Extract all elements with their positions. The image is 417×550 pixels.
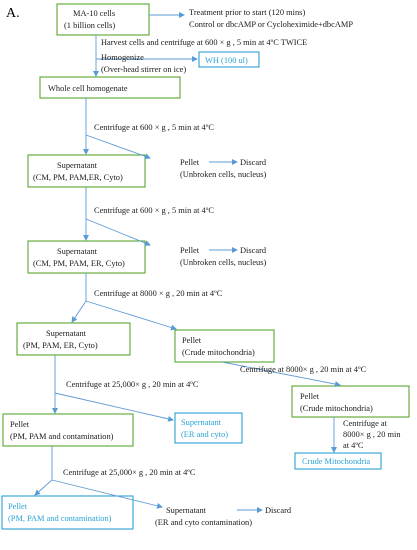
arrow-to-sup4: [54, 392, 174, 422]
supernatant2-box: [27, 240, 146, 274]
pellet3-box: [174, 329, 275, 363]
sup2-title: Supernatant: [57, 247, 98, 256]
supernatant3-box: [16, 322, 131, 356]
spin4-label: Centrifuge at 25,000× g , 20 min at 4ºC: [66, 380, 199, 389]
spin7-label: Centrifuge at 25,000× g , 20 min at 4ºC: [63, 468, 196, 477]
spin2-label: Centrifuge at 600 × g , 5 min at 4ºC: [94, 206, 214, 215]
arrow-to-pellet5: [221, 361, 341, 387]
arrow-to-sup5: [51, 479, 163, 509]
harvest-step-label: Harvest cells and centrifuge at 600 × g …: [101, 38, 307, 47]
homogenize-detail: (Over-head stirrer on ice): [101, 65, 186, 74]
treatment-title: Treatment prior to start (120 mins): [189, 8, 305, 17]
spin6-line1: Centrifuge at: [343, 419, 388, 428]
spin5-label: Centrifuge at 8000× g , 20 min at 4ºC: [240, 365, 367, 374]
ma10-cells-title: MA-10 cells: [73, 9, 115, 18]
supernatant4-box: [174, 412, 243, 444]
pellet5-title: Pellet: [300, 392, 320, 401]
homogenize-label: Homogenize: [101, 53, 144, 62]
pellet4-title: Pellet: [10, 420, 30, 429]
pellet3-contents: (Crude mitochondria): [182, 348, 255, 357]
pellet6-box: [1, 495, 134, 530]
pellet2-title: Pellet: [180, 246, 200, 255]
sup5-title: Supernatant: [166, 506, 207, 515]
pellet1-title: Pellet: [180, 158, 200, 167]
spin6-line3: at 4ºC: [343, 441, 364, 450]
sup5-discard: Discard: [265, 506, 292, 515]
spin6-line2: 8000× g , 20 min: [343, 430, 401, 439]
sup1-contents: (CM, PM, PAM,ER, Cyto): [33, 173, 123, 182]
crude-mito-label: Crude Mitochondria: [302, 457, 370, 466]
sup4-title: Supernatant: [181, 418, 222, 427]
pellet4-box: [2, 413, 134, 447]
pellet6-title: Pellet: [8, 502, 28, 511]
pellet3-title: Pellet: [182, 336, 202, 345]
crude-mitochondria-box: [294, 452, 382, 470]
wh-label: WH (100 ul): [205, 56, 248, 65]
ma10-cells-count: (1 billion cells): [64, 21, 115, 30]
sup4-contents: (ER and cyto): [181, 430, 228, 439]
treatment-options: Control or dbcAMP or Cycloheximide+dbcAM…: [189, 20, 353, 29]
spin3-label: Centrifuge at 8000 × g , 20 min at 4ºC: [94, 289, 223, 298]
arrow-to-pellet1: [85, 134, 151, 160]
wh-box: [198, 51, 260, 68]
sup5-contents: (ER and cyto contamination): [155, 518, 252, 527]
ma10-cells-box: [56, 3, 150, 36]
sup1-title: Supernatant: [57, 161, 98, 170]
whole-homogenate-label: Whole cell homogenate: [48, 84, 128, 93]
arrow-to-pellet3: [85, 300, 177, 331]
pellet2-discard: Discard: [240, 246, 267, 255]
arrow-to-sup3: [71, 300, 87, 323]
arrow-to-pellet2: [85, 218, 151, 246]
pellet5-box: [291, 385, 410, 418]
spin1-label: Centrifuge at 600 × g , 5 min at 4ºC: [94, 123, 214, 132]
pellet1-contents: (Unbroken cells, nucleus): [180, 170, 266, 179]
pellet5-contents: (Crude mitochondria): [300, 404, 373, 413]
sup3-title: Supernatant: [46, 329, 87, 338]
sup3-contents: (PM, PAM, ER, Cyto): [23, 341, 98, 350]
pellet4-contents: (PM, PAM and contamination): [10, 432, 114, 441]
pellet1-discard: Discard: [240, 158, 267, 167]
panel-label: A.: [6, 6, 20, 21]
arrow-to-pellet6: [34, 479, 53, 496]
whole-homogenate-box: [39, 76, 181, 99]
pellet2-contents: (Unbroken cells, nucleus): [180, 258, 266, 267]
supernatant1-box: [27, 154, 146, 188]
sup2-contents: (CM, PM, PAM, ER, Cyto): [33, 259, 125, 268]
pellet6-contents: (PM, PAM and contamination): [8, 514, 112, 523]
